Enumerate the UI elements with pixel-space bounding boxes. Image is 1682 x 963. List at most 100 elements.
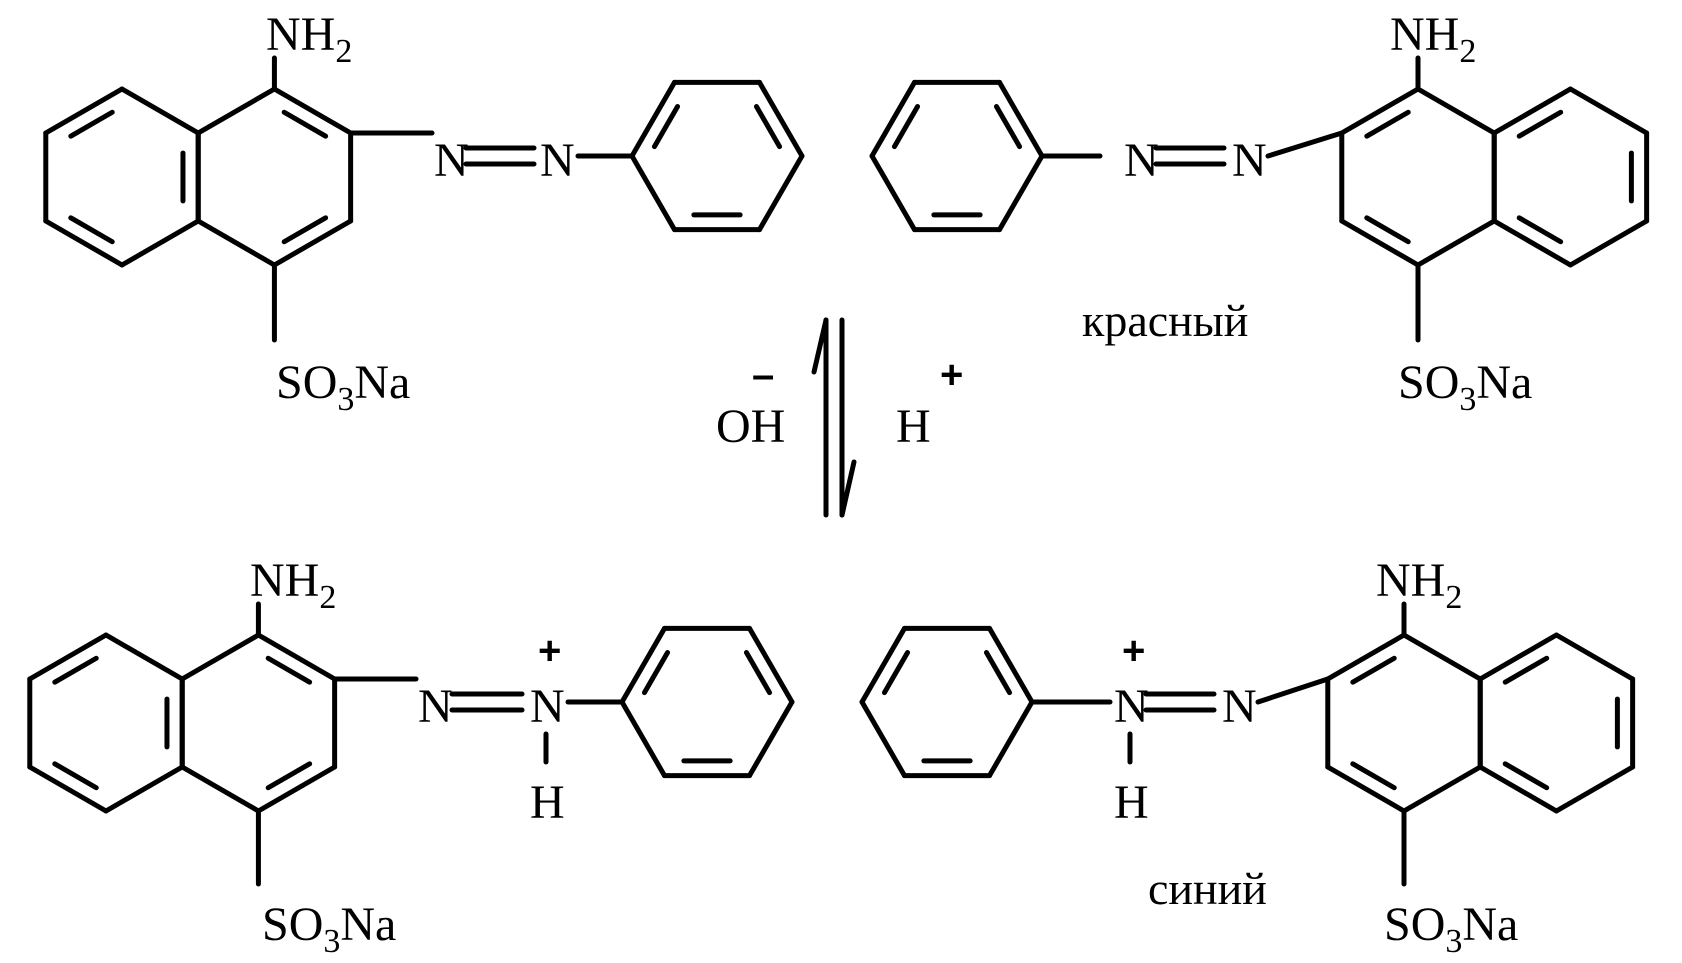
top-right-azo-n1: N	[1124, 134, 1159, 187]
top-biphenyl-ring2-edge	[869, 79, 917, 159]
top-right-naph-inner-edge	[1339, 86, 1421, 136]
top-left-azo-n1: N	[434, 134, 469, 187]
bottom-left-naph-outer-double	[52, 761, 99, 791]
top-right-amino: NH2	[1390, 8, 1476, 70]
top-left-naph-outer-double	[68, 109, 115, 139]
double-bond-inner	[1350, 761, 1397, 791]
bottom-left-naph-outer-edge	[103, 764, 185, 814]
top-left-naph-outer-edge	[43, 86, 125, 136]
bottom-right-amino: NH2	[1376, 554, 1462, 616]
top-biphenyl-ring2-edge	[997, 153, 1045, 233]
top-biphenyl-ring2-edge	[997, 79, 1045, 159]
proton-label: H	[896, 400, 931, 453]
double-bond-inner	[265, 655, 313, 685]
bottom-biphenyl-ring2-double	[983, 650, 1013, 696]
caption-red-form: красный	[1082, 295, 1248, 346]
bottom-right-naph-inner-edge	[1325, 764, 1407, 814]
top-right-azo-n2: N	[1232, 134, 1267, 187]
bottom-left-nh-hydrogen: H	[530, 776, 565, 829]
top-right-naph-outer-double	[1516, 109, 1564, 139]
bottom-right-nh-hydrogen: H	[1114, 776, 1149, 829]
bottom-right-naph-outer-edge	[1553, 764, 1636, 814]
top-right-naph-inner-edge	[1415, 218, 1497, 268]
equilibrium-up-barb	[811, 317, 829, 375]
top-left-naph-outer-edge	[119, 86, 201, 136]
top-biphenyl-ring2-edge	[869, 153, 917, 233]
bottom-right-sulfonate: SO3Na	[1384, 898, 1518, 960]
top-left-naph-outer-double	[68, 215, 115, 245]
caption-blue-form: синий	[1148, 863, 1267, 914]
bottom-right-naph-outer-edge	[1553, 632, 1636, 682]
top-left-sulfonate: SO3Na	[276, 356, 410, 418]
bottom-left-sulfonate: SO3Na	[262, 898, 396, 960]
double-bond-inner	[281, 215, 329, 245]
equilibrium-down-barb	[839, 459, 857, 518]
top-left-naph-inner-edge	[195, 218, 277, 268]
top-biphenyl-ring1-edge	[757, 79, 805, 159]
double-bond-inner	[1364, 109, 1411, 139]
top-right-naph-outer-edge	[1567, 218, 1650, 268]
top-left-naph-inner-edge	[195, 86, 277, 136]
bottom-biphenyl-ring1-edge	[619, 699, 667, 779]
bottom-left-nplus-charge: +	[538, 629, 561, 673]
bottom-biphenyl-ring1-double	[743, 650, 773, 696]
bottom-biphenyl-ring1-double	[641, 650, 671, 696]
bottom-left-naph-outer-edge	[27, 632, 109, 682]
top-biphenyl-ring1-double	[651, 104, 681, 150]
bottom-left-azo-n2: N	[530, 680, 565, 733]
bottom-right-azo-n2: N	[1222, 680, 1257, 733]
top-right-naph-outer-edge	[1491, 218, 1573, 268]
bottom-right-naph-outer-edge	[1477, 632, 1559, 682]
bottom-biphenyl-ring2-edge	[987, 625, 1035, 705]
double-bond-inner	[1350, 655, 1397, 685]
top-right-naph-outer-double	[1516, 215, 1564, 245]
top-biphenyl-ring1-edge	[757, 153, 805, 233]
bottom-molecule-labels: NH2 SO3Na N N + H N + H N NH2 SO3Na	[250, 554, 1518, 960]
top-left-naph-outer-edge	[43, 218, 125, 268]
bottom-right-nplus-charge: +	[1122, 629, 1145, 673]
top-biphenyl-ring2-double	[993, 104, 1023, 150]
bottom-biphenyl-ring2-edge	[859, 625, 907, 705]
bottom-left-amino: NH2	[250, 554, 336, 616]
top-right-naph-inner-edge	[1339, 218, 1421, 268]
double-bond-inner	[1364, 215, 1411, 245]
bottom-left-naph-outer-double	[52, 655, 99, 685]
top-biphenyl-ring1-edge	[629, 79, 677, 159]
top-left-azo-n2: N	[540, 134, 575, 187]
bottom-biphenyl-ring1-edge	[619, 625, 667, 705]
hydroxide-charge: –	[752, 353, 774, 397]
bottom-right-naph-outer-double	[1502, 761, 1550, 791]
top-left-naph-inner-edge	[271, 218, 354, 268]
bottom-biphenyl-ring1-edge	[747, 625, 795, 705]
bottom-right-naph-outer-edge	[1477, 764, 1559, 814]
top-right-naph-outer-edge	[1491, 86, 1573, 136]
top-right-naph-outer-edge	[1567, 86, 1650, 136]
top-left-naph-outer-edge	[119, 218, 201, 268]
bottom-left-naph-outer-edge	[103, 632, 185, 682]
top-left-naph-inner-edge	[271, 86, 354, 136]
top-right-naph-inner-edge	[1415, 86, 1497, 136]
top-biphenyl-ring2-double	[891, 104, 921, 150]
bottom-biphenyl-ring1-edge	[747, 699, 795, 779]
bottom-right-naph-inner-edge	[1401, 632, 1483, 682]
top-biphenyl-ring1-double	[753, 104, 783, 150]
bottom-left-naph-inner-edge	[179, 632, 261, 682]
bottom-biphenyl-ring2-edge	[859, 699, 907, 779]
top-right-n-ar-bond	[1265, 130, 1345, 159]
proton-charge: +	[940, 353, 963, 397]
bottom-biphenyl-ring2-double	[881, 650, 911, 696]
bottom-left-naph-inner-edge	[255, 764, 338, 814]
bottom-biphenyl-ring2-edge	[987, 699, 1035, 779]
top-right-sulfonate: SO3Na	[1398, 356, 1532, 418]
bottom-left-naph-outer-edge	[27, 764, 109, 814]
bottom-right-naph-outer-double	[1502, 655, 1550, 685]
bottom-right-naph-inner-edge	[1401, 764, 1483, 814]
bottom-right-n-ar-bond	[1255, 676, 1331, 705]
equilibrium-arrows	[811, 317, 857, 518]
bottom-left-naph-inner-edge	[179, 764, 261, 814]
bottom-right-naph-inner-edge	[1325, 632, 1407, 682]
bottom-right-azo-n1: N	[1114, 680, 1149, 733]
bond-layer	[27, 55, 1650, 887]
